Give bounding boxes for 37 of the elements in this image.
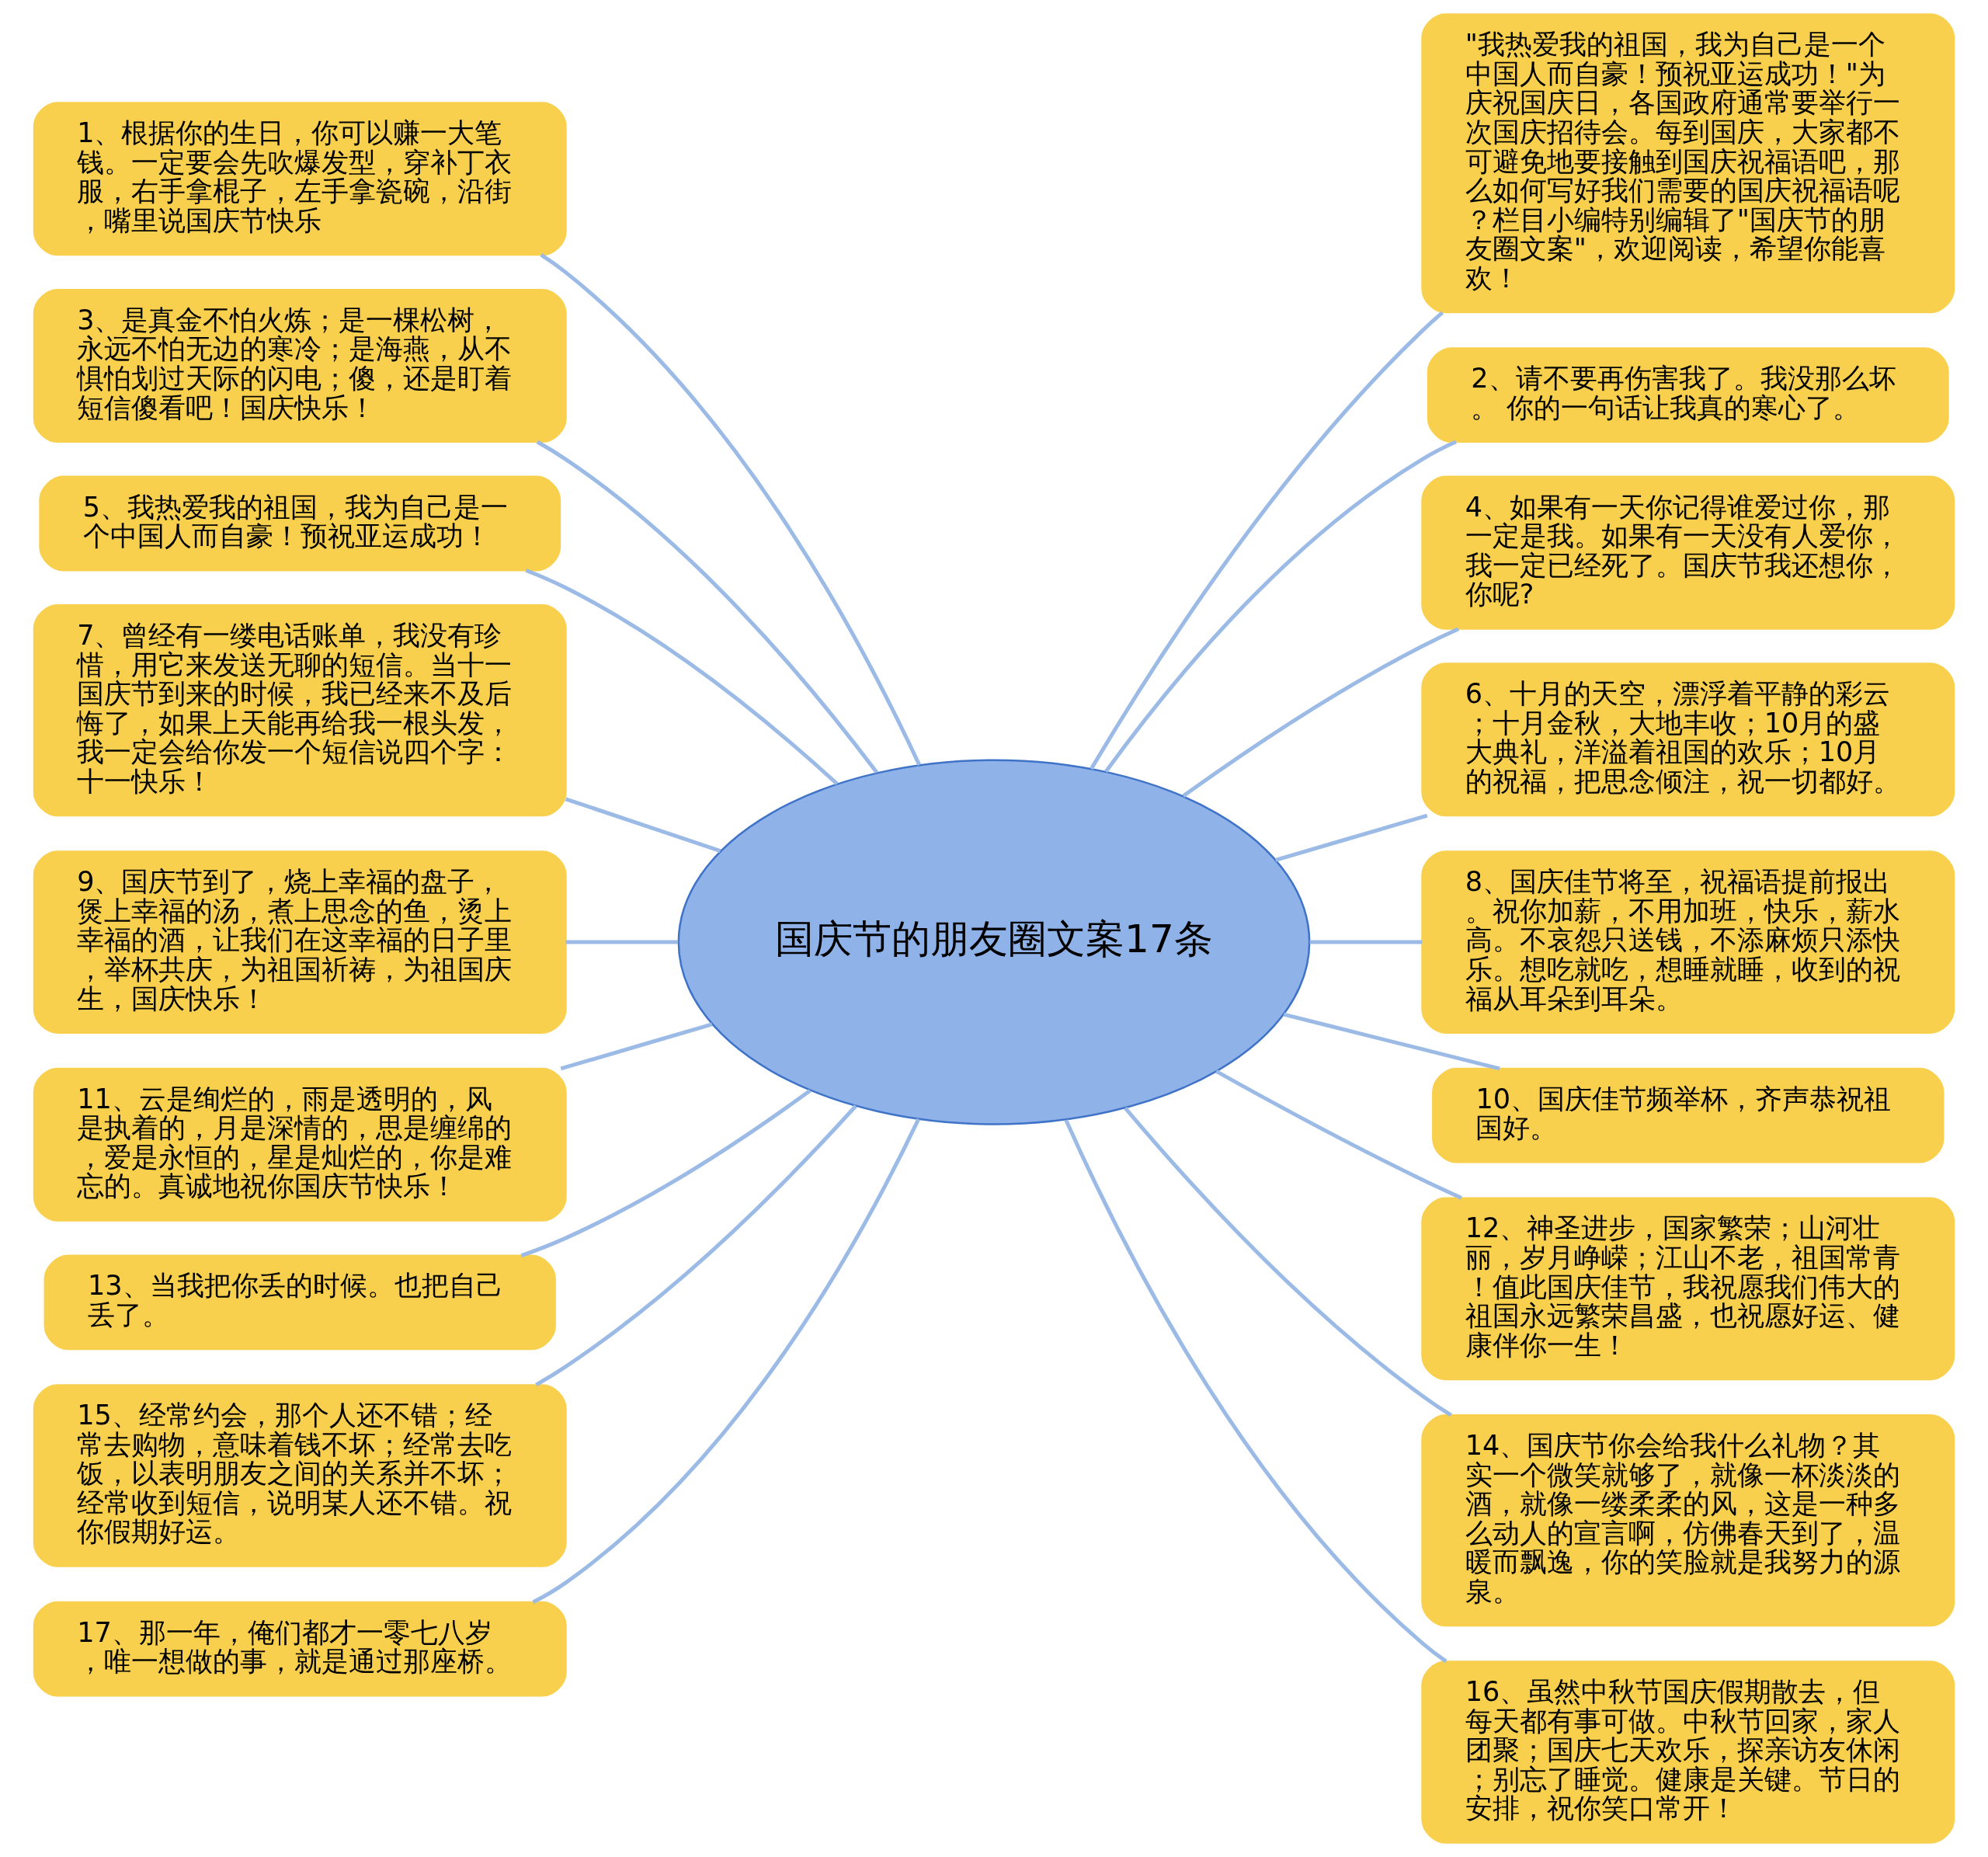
connector xyxy=(540,253,922,766)
node-box: 12、神圣进步，国家繁荣；山河壮丽，岁月峥嵘；江山不老，祖国常青！值此国庆佳节，我祝愿我们伟大的祖国永远繁荣昌盛，也祝愿好运、健康伴你一生！ xyxy=(1421,1197,1955,1381)
node-box: 13、当我把你丢的时候。也把自己丢了。 xyxy=(43,1254,556,1351)
connector xyxy=(565,797,721,853)
node-box: 2、请不要再伤害我了。我没那么坏。 你的一句话让我真的寒心了。 xyxy=(1427,347,1949,443)
node-box: 10、国庆佳节频举杯，齐声恭祝祖国好。 xyxy=(1432,1067,1945,1163)
node-box: 16、虽然中秋节国庆假期散去，但每天都有事可做。中秋节回家，家人团聚；国庆七天欢乐，探亲访友休闲；别忘了睡觉。健康是关键。节日的安排，祝你笑口常开！ xyxy=(1421,1661,1955,1844)
node-box: 15、经常约会，那个人还不错；经常去购物，意味着钱不坏；经常去吃饭，以表明朋友之间的关系并不坏；经常收到短信，说明某人还不错。祝你假期好运。 xyxy=(33,1384,567,1567)
connector xyxy=(1309,940,1423,944)
connector xyxy=(520,1089,812,1257)
node-box: 5、我热爱我的祖国，我为自己是一个中国人而自豪！预祝亚运成功！ xyxy=(39,475,561,572)
node-box: 17、那一年，俺们都才一零七八岁，唯一想做的事，就是通过那座桥。 xyxy=(33,1601,567,1697)
node-box: 14、国庆节你会给我什么礼物？其实一个微笑就够了，就像一杯淡淡的酒，就像一缕柔柔的风，这是一种多么动人的宣言啊，仿佛春天到了，温暖而飘逸，你的笑脸就是我努力的源泉。 xyxy=(1421,1414,1955,1627)
connector xyxy=(560,1022,713,1071)
node-box: 3、是真金不怕火炼；是一棵松树，永远不怕无边的寒冷；是海燕，从不惧怕划过天际的闪电；傻，还是盯着短信傻看吧！国庆快乐！ xyxy=(33,288,567,443)
node-box: 11、云是绚烂的，雨是透明的，风是执着的，月是深情的，思是缠绵的，爱是永恒的，星是灿烂的，你是难忘的。真诚地祝你国庆节快乐！ xyxy=(33,1067,567,1222)
node-box: 4、如果有一天你记得谁爱过你，那一定是我。如果有一天没有人爱你，我一定已经死了。国庆节我还想你，你呢? xyxy=(1421,475,1955,630)
connector xyxy=(535,1104,857,1387)
connector xyxy=(1182,627,1460,798)
node-ellipse: 国庆节的朋友圈文案17条 xyxy=(677,759,1311,1125)
node-box: 6、十月的天空，漂浮着平静的彩云；十月金秋，大地丰收；10月的盛大典礼，洋溢着祖国的欢乐；10月的祝福，把思念倾注，祝一切都好。 xyxy=(1421,662,1955,817)
connector xyxy=(532,1118,921,1605)
node-box: 1、根据你的生日，你可以赚一大笔钱。一定要会先吹爆发型，穿补丁衣服，右手拿棍子，左手拿瓷碗，沿街，嘴里说国庆节快乐 xyxy=(33,102,567,256)
connector xyxy=(1283,1012,1500,1071)
connector xyxy=(1064,1119,1448,1664)
connector xyxy=(1104,440,1457,773)
connector xyxy=(565,940,679,944)
connector xyxy=(1124,1106,1452,1417)
connector xyxy=(1090,311,1444,770)
connector xyxy=(536,440,878,774)
connector xyxy=(1215,1069,1463,1200)
node-box: "我热爱我的祖国，我为自己是一个中国人而自豪！预祝亚运成功！"为庆祝国庆日，各国政府通常要举行一次国庆招待会。每到国庆，大家都不可避免地要接触到国庆祝福语吧，那么如何写好我们需要的国庆祝福语呢？栏目小编特别编辑了"国庆节的朋友圈文案"，欢迎阅读，希望你能喜欢！ xyxy=(1421,13,1955,314)
node-box: 8、国庆佳节将至，祝福语提前报出。祝你加薪，不用加班，快乐，薪水高。不哀怨只送钱，不添麻烦只添快乐。想吃就吃，想睡就睡，收到的祝福从耳朵到耳朵。 xyxy=(1421,850,1955,1034)
node-box: 9、国庆节到了，烧上幸福的盘子，煲上幸福的汤，煮上思念的鱼，烫上幸福的酒，让我们在这幸福的日子里，举杯共庆，为祖国祈祷，为祖国庆生，国庆快乐！ xyxy=(33,850,567,1034)
node-box: 7、曾经有一缕电话账单，我没有珍惜，用它来发送无聊的短信。当十一国庆节到来的时候，我已经来不及后悔了，如果上天能再给我一根头发，我一定会给你发一个短信说四个字：十一快乐！ xyxy=(33,604,567,817)
connector xyxy=(525,569,839,785)
connector xyxy=(1275,813,1428,862)
